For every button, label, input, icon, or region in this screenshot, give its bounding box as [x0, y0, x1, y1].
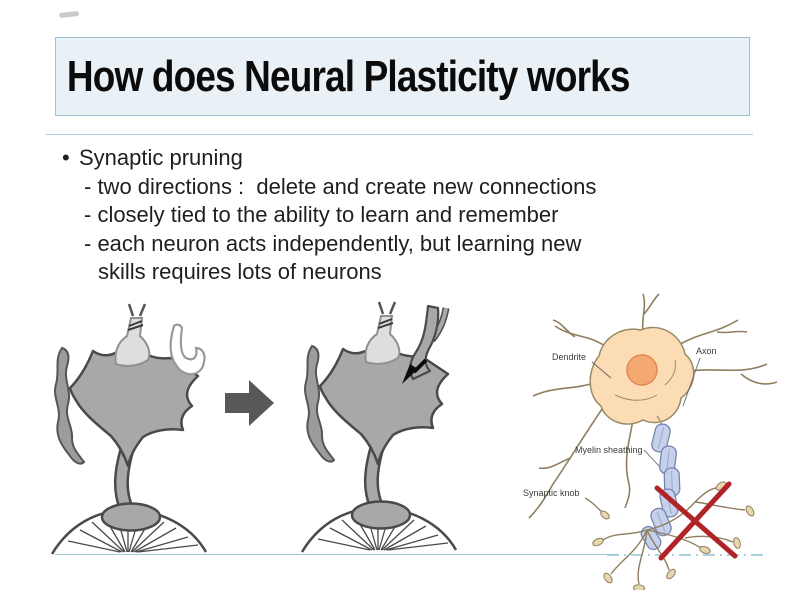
- myelin-label: Myelin sheathing: [575, 445, 643, 455]
- sub-bullet-3: - each neuron acts independently, but le…: [84, 230, 582, 256]
- sub-bullet-3-continuation: skills requires lots of neurons: [98, 259, 382, 284]
- baseline-divider: [55, 554, 618, 555]
- bullet-marker: •: [62, 145, 70, 170]
- figure-labels: Dendrite Axon Myelin sheathing Synaptic …: [523, 346, 717, 498]
- title-box: How does Neural Plasticity works: [55, 37, 750, 116]
- pruning-x-icon: [654, 481, 738, 561]
- bullet-item: • Synaptic pruning: [62, 144, 742, 173]
- synaptic-knobs: [592, 481, 755, 590]
- slide-title: How does Neural Plasticity works: [66, 51, 630, 101]
- neuron-diagram: Dendrite Axon Myelin sheathing Synaptic …: [523, 293, 778, 590]
- synaptic-knob-label: Synaptic knob: [523, 488, 580, 498]
- axon-terminal-branches: [584, 487, 746, 585]
- transform-arrow-icon: [225, 380, 274, 426]
- bullet-list: • Synaptic pruning - two directions : del…: [62, 144, 742, 287]
- approaching-terminal: [169, 323, 206, 376]
- new-connection-terminal: [409, 304, 450, 381]
- title-divider-line: [46, 134, 753, 135]
- nucleus: [626, 354, 658, 386]
- dendrite-label: Dendrite: [552, 352, 586, 362]
- connection-arrow-icon: [402, 358, 428, 384]
- bullet-text: Synaptic pruning: [79, 145, 243, 170]
- slide-smudge-mark: [58, 10, 80, 19]
- axon-label: Axon: [696, 346, 717, 356]
- dendrites: [528, 293, 778, 519]
- sub-bullet-2: - closely tied to the ability to learn a…: [84, 202, 559, 227]
- synapse-after-figure: [282, 298, 487, 556]
- sub-bullet-1: - two directions : delete and create new…: [84, 173, 597, 199]
- synapse-before-figure: [32, 300, 237, 558]
- myelin-sheath: [640, 423, 681, 551]
- cell-body: [589, 326, 695, 425]
